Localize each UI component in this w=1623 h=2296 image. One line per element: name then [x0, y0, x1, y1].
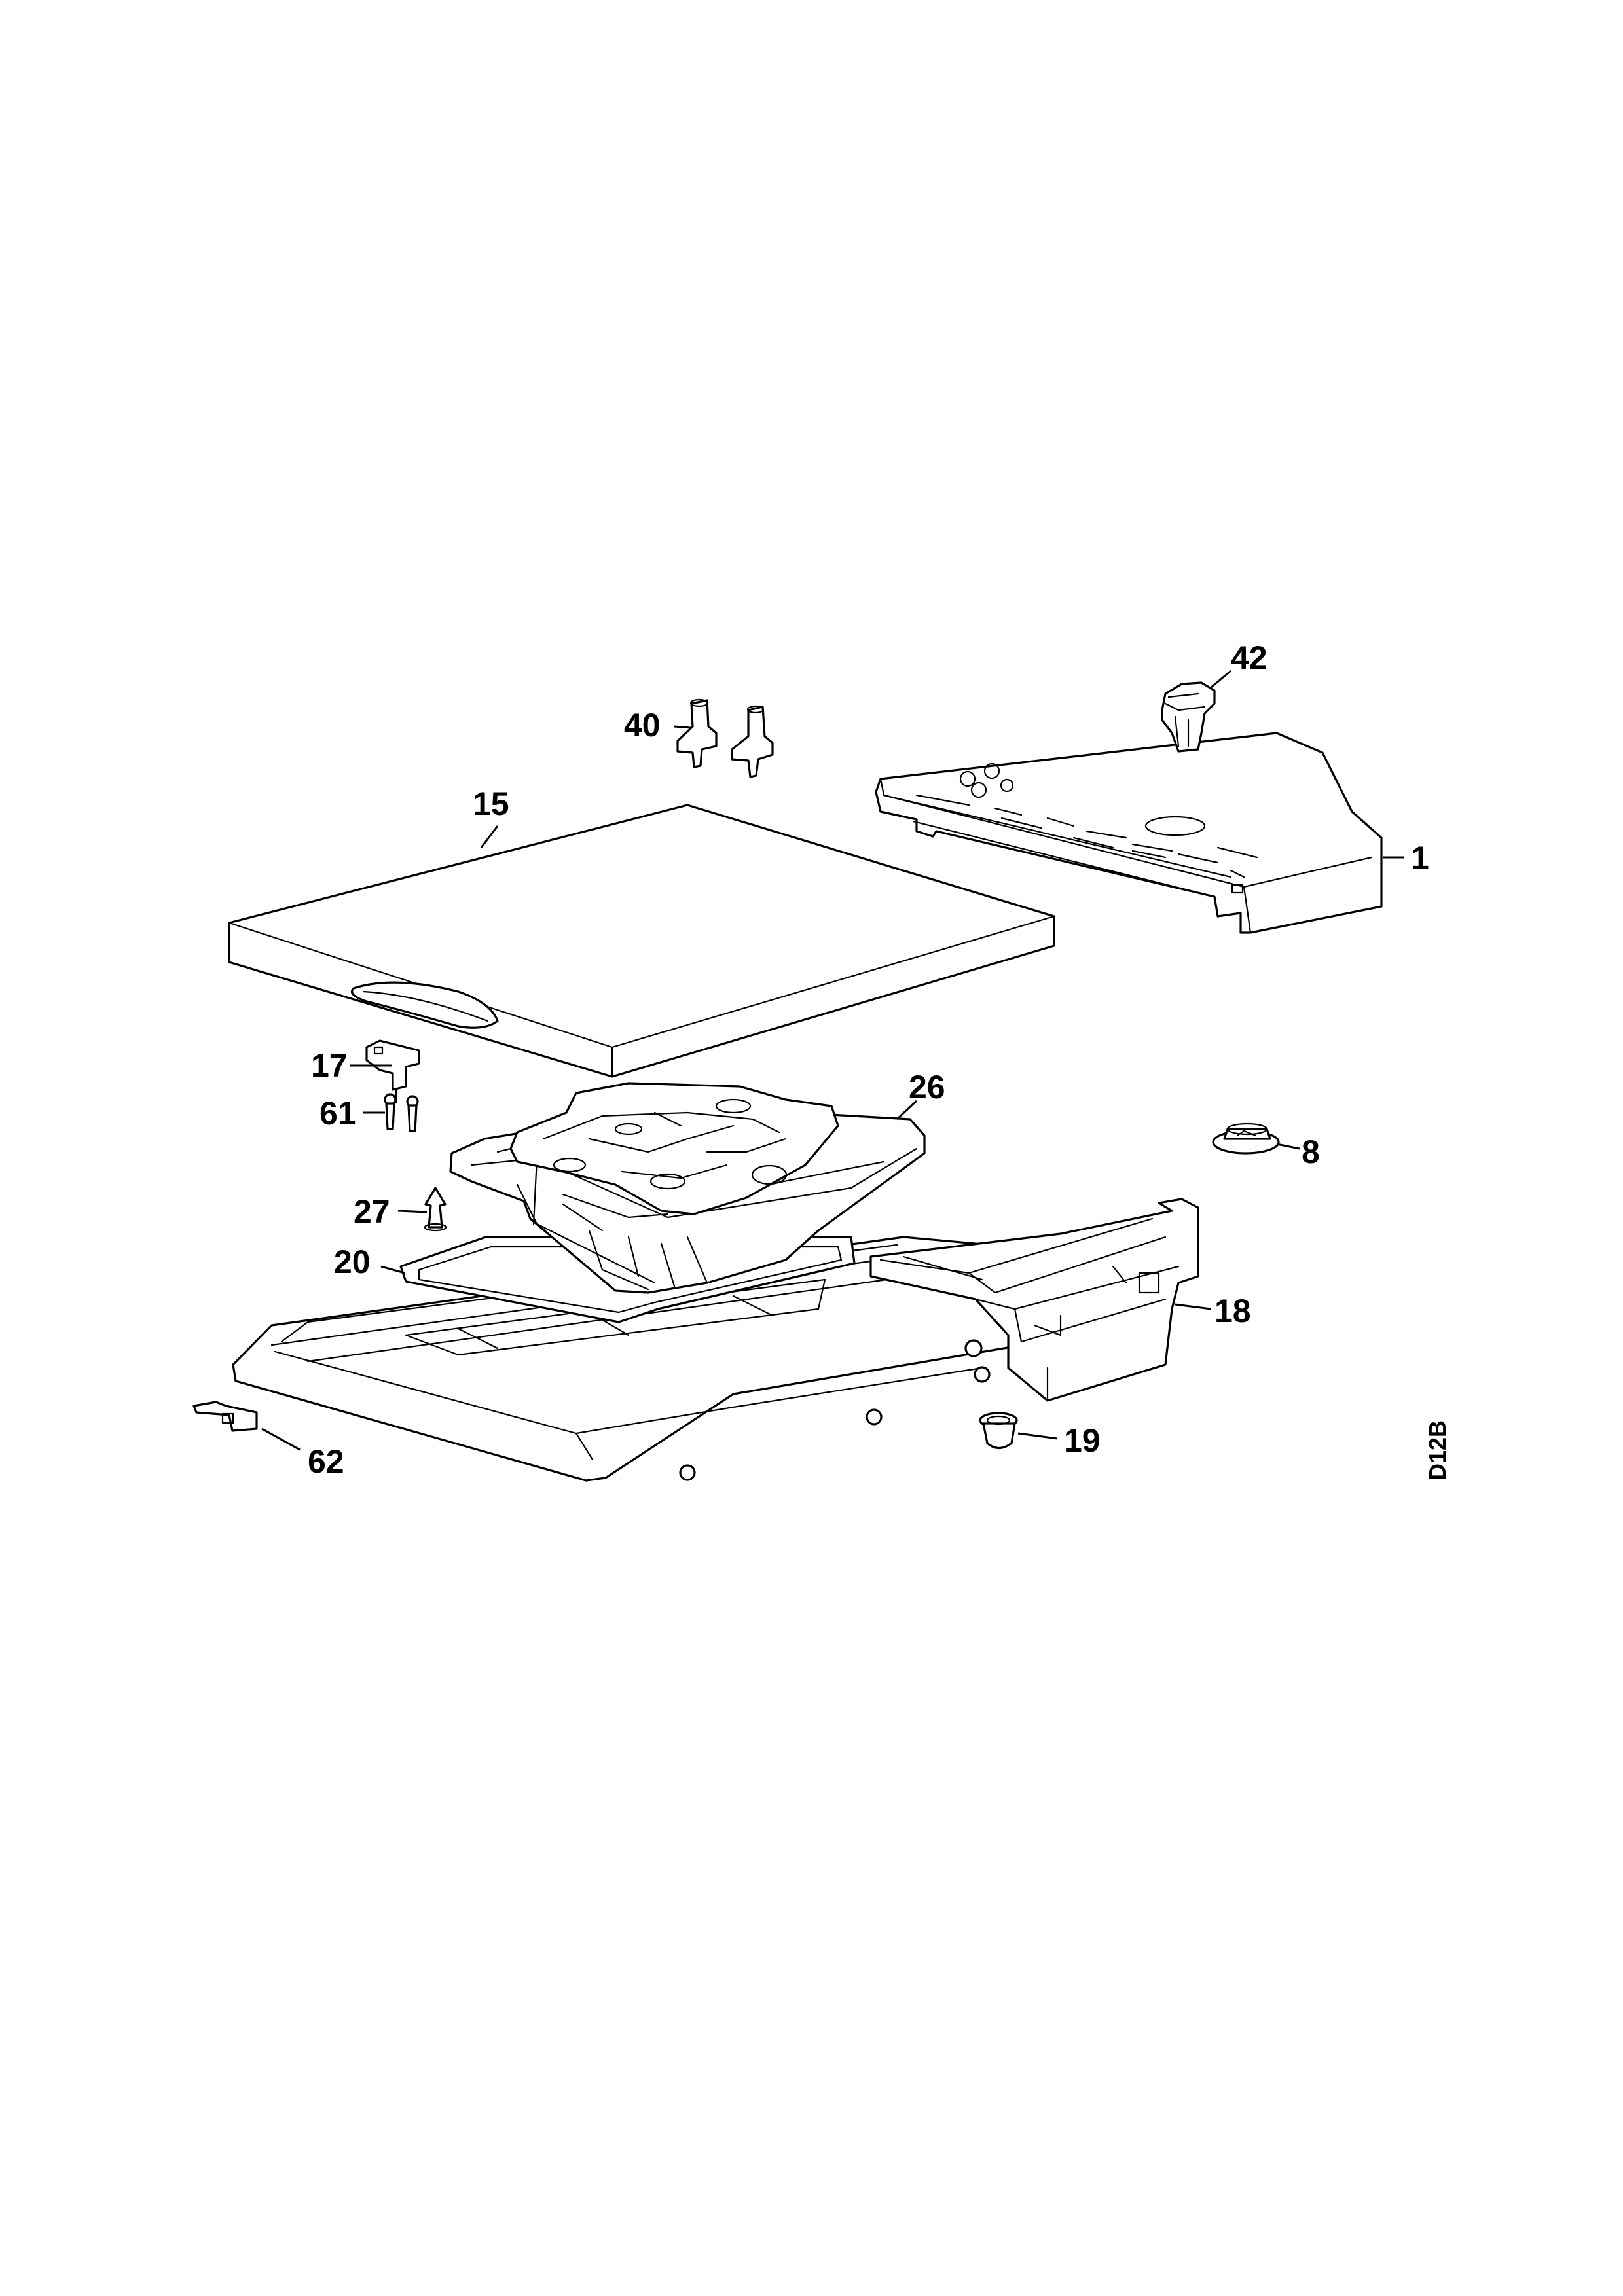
part-26-dispenser: [449, 1082, 926, 1294]
diagram-code: D12B: [1424, 1420, 1451, 1480]
leader-lines: [261, 670, 1404, 1451]
label-part-19: 19: [1064, 1422, 1101, 1459]
label-part-61: 61: [319, 1095, 356, 1132]
part-61-screws: [384, 1093, 419, 1132]
part-62-bracket: [192, 1401, 258, 1432]
label-part-15: 15: [473, 785, 509, 822]
part-40-push-buttons: [676, 698, 774, 778]
part-15-lid: [228, 804, 1055, 1078]
part-18-tank-housing: [869, 1198, 1199, 1402]
part-17-hinge: [365, 1039, 420, 1104]
label-part-26: 26: [909, 1069, 945, 1105]
label-part-40: 40: [624, 707, 661, 744]
part-42-knob: [1161, 681, 1216, 753]
label-part-17: 17: [311, 1047, 348, 1084]
label-part-8: 8: [1302, 1134, 1320, 1170]
callout-labels: 1 42 40 15 17 61 26 8 27 20 18 19 62: [308, 639, 1429, 1480]
part-8-float-cap: [1212, 1122, 1280, 1155]
part-1-control-panel: [875, 732, 1383, 934]
label-part-18: 18: [1214, 1293, 1251, 1329]
part-19-grommet: [979, 1412, 1018, 1450]
label-part-1: 1: [1411, 840, 1429, 876]
label-part-20: 20: [334, 1244, 371, 1280]
label-part-62: 62: [308, 1443, 344, 1480]
label-part-42: 42: [1231, 639, 1267, 676]
part-27-clip: [424, 1187, 447, 1232]
label-part-27: 27: [354, 1193, 390, 1230]
